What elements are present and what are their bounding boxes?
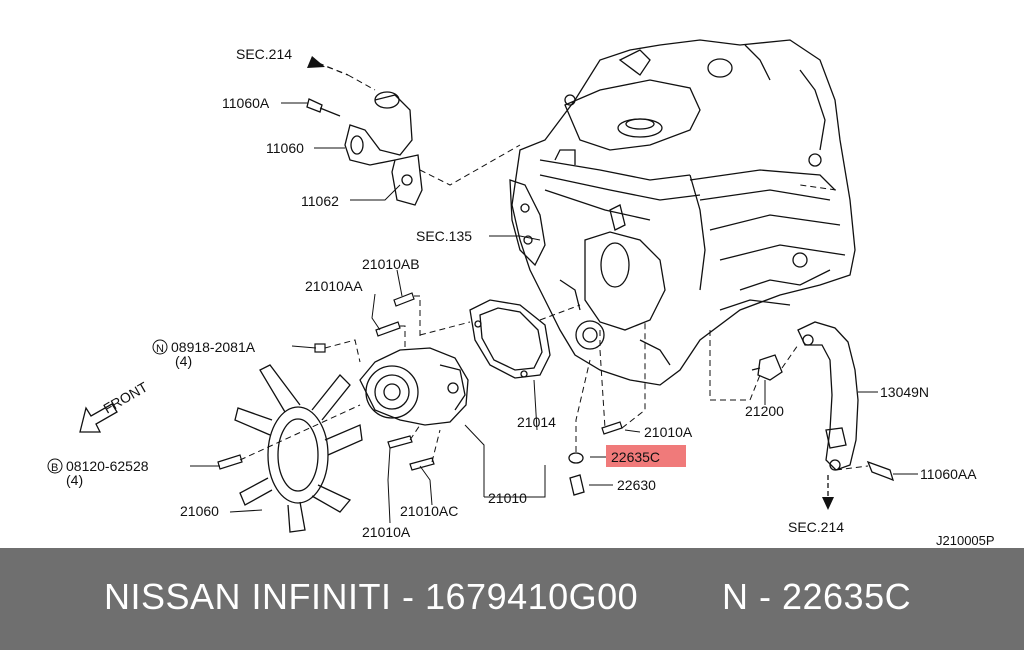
label-sec214-bottom[interactable]: SEC.214 — [788, 519, 844, 535]
label-21010a-right[interactable]: 21010A — [644, 424, 693, 440]
banner-part-number: NISSAN INFINITI - 1679410G00 — [104, 576, 639, 617]
label-21010a-bottom[interactable]: 21010A — [362, 524, 411, 540]
engine-block-drawing — [509, 39, 856, 386]
label-b-quantity: (4) — [66, 472, 83, 488]
banner-diagram-reference: N - 22635C — [722, 576, 912, 617]
label-21010[interactable]: 21010 — [488, 490, 527, 506]
arrow-sec214-top-icon — [307, 56, 325, 68]
label-08120-62528[interactable]: 08120-62528 — [66, 458, 149, 474]
part-number-banner: NISSAN INFINITI - 1679410G00 N - 22635C — [0, 548, 1024, 650]
highlight-box — [606, 445, 686, 467]
marker-n-letter: N — [156, 343, 164, 355]
label-n-quantity: (4) — [175, 353, 192, 369]
label-08918-2081a[interactable]: 08918-2081A — [171, 339, 256, 355]
label-21200[interactable]: 21200 — [745, 403, 784, 419]
label-11060[interactable]: 11060 — [266, 140, 304, 156]
part-labels: SEC.214 11060A 11060 11062 SEC.135 21010… — [47, 46, 995, 548]
drawing-code: J210005P — [936, 533, 995, 548]
water-outlet-drawing — [306, 91, 423, 206]
front-arrow-icon — [79, 403, 118, 433]
label-sec135[interactable]: SEC.135 — [416, 228, 472, 244]
marker-b-icon — [47, 458, 63, 474]
dashed-assembly-lines — [239, 74, 869, 471]
label-sec214-top[interactable]: SEC.214 — [236, 46, 292, 62]
coolant-pipe-drawing — [568, 321, 895, 496]
water-pump-drawing — [359, 299, 551, 426]
label-11062[interactable]: 11062 — [301, 193, 339, 209]
label-13049n[interactable]: 13049N — [880, 384, 929, 400]
bolts-drawing — [217, 292, 623, 471]
label-21060[interactable]: 21060 — [180, 503, 219, 519]
label-11060a[interactable]: 11060A — [222, 95, 270, 111]
direction-arrows — [79, 56, 834, 510]
exploded-parts-diagram: SEC.214 11060A 11060 11062 SEC.135 21010… — [47, 39, 995, 548]
arrow-sec214-bottom-icon — [822, 497, 834, 510]
label-21010ab[interactable]: 21010AB — [362, 256, 420, 272]
label-front: FRONT — [101, 378, 151, 416]
leader-lines — [190, 102, 918, 524]
marker-b-letter: B — [51, 462, 58, 474]
label-11060aa[interactable]: 11060AA — [920, 466, 977, 482]
cooling-fan-drawing — [234, 364, 363, 533]
marker-n-icon — [152, 339, 168, 355]
label-21010aa[interactable]: 21010AA — [305, 278, 363, 294]
label-22630[interactable]: 22630 — [617, 477, 656, 493]
label-22635c[interactable]: 22635C — [611, 449, 660, 465]
label-21010ac[interactable]: 21010AC — [400, 503, 458, 519]
label-21014[interactable]: 21014 — [517, 414, 556, 430]
